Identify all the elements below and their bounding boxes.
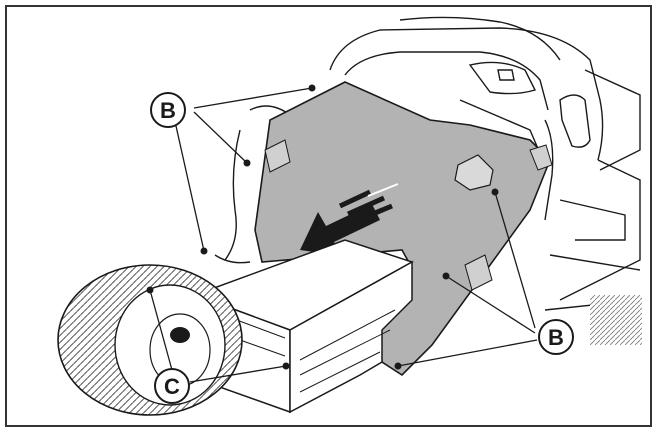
callout-c: C [154,368,190,404]
plate-clip-top-right [529,144,553,171]
plate-knob [454,154,494,191]
plate-clip-left [264,139,291,173]
callout-label: C [164,374,180,399]
callout-label: B [160,98,176,123]
wheel-icon [57,264,243,416]
direction-arrow-icon [300,183,399,256]
callout-b-bottom: B [538,319,574,355]
grille-hatch [590,295,642,345]
callout-b-top: B [150,92,186,128]
callout-label: B [548,325,564,350]
leader-lines [149,87,538,383]
plate-clip-right [464,254,493,291]
